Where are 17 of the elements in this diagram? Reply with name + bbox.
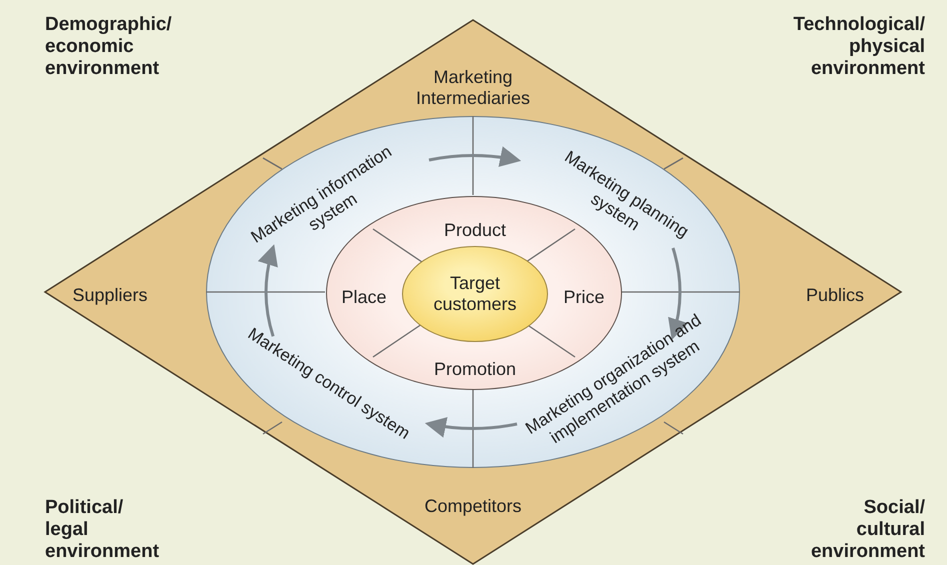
segment-label: Product [420,220,530,240]
arrow [428,146,521,167]
sector-label: Suppliers [55,284,165,306]
sector-label: Publics [780,284,890,306]
segment-label: Price [554,286,614,308]
environment-label: Political/ legal environment [45,497,160,563]
arrow [258,244,278,336]
arrow [424,416,517,437]
sector-label: Competitors [373,496,573,516]
segment-label: Place [334,286,394,308]
segment-label: Promotion [420,358,530,380]
arrow [667,247,688,340]
center-ellipse: Target customers [402,246,548,342]
environment-label: Social/ cultural environment [810,497,925,563]
sector-label: Marketing Intermediaries [398,67,548,109]
environment-label: Technological/ physical environment [793,14,925,80]
environment-label: Demographic/ economic environment [45,14,172,80]
